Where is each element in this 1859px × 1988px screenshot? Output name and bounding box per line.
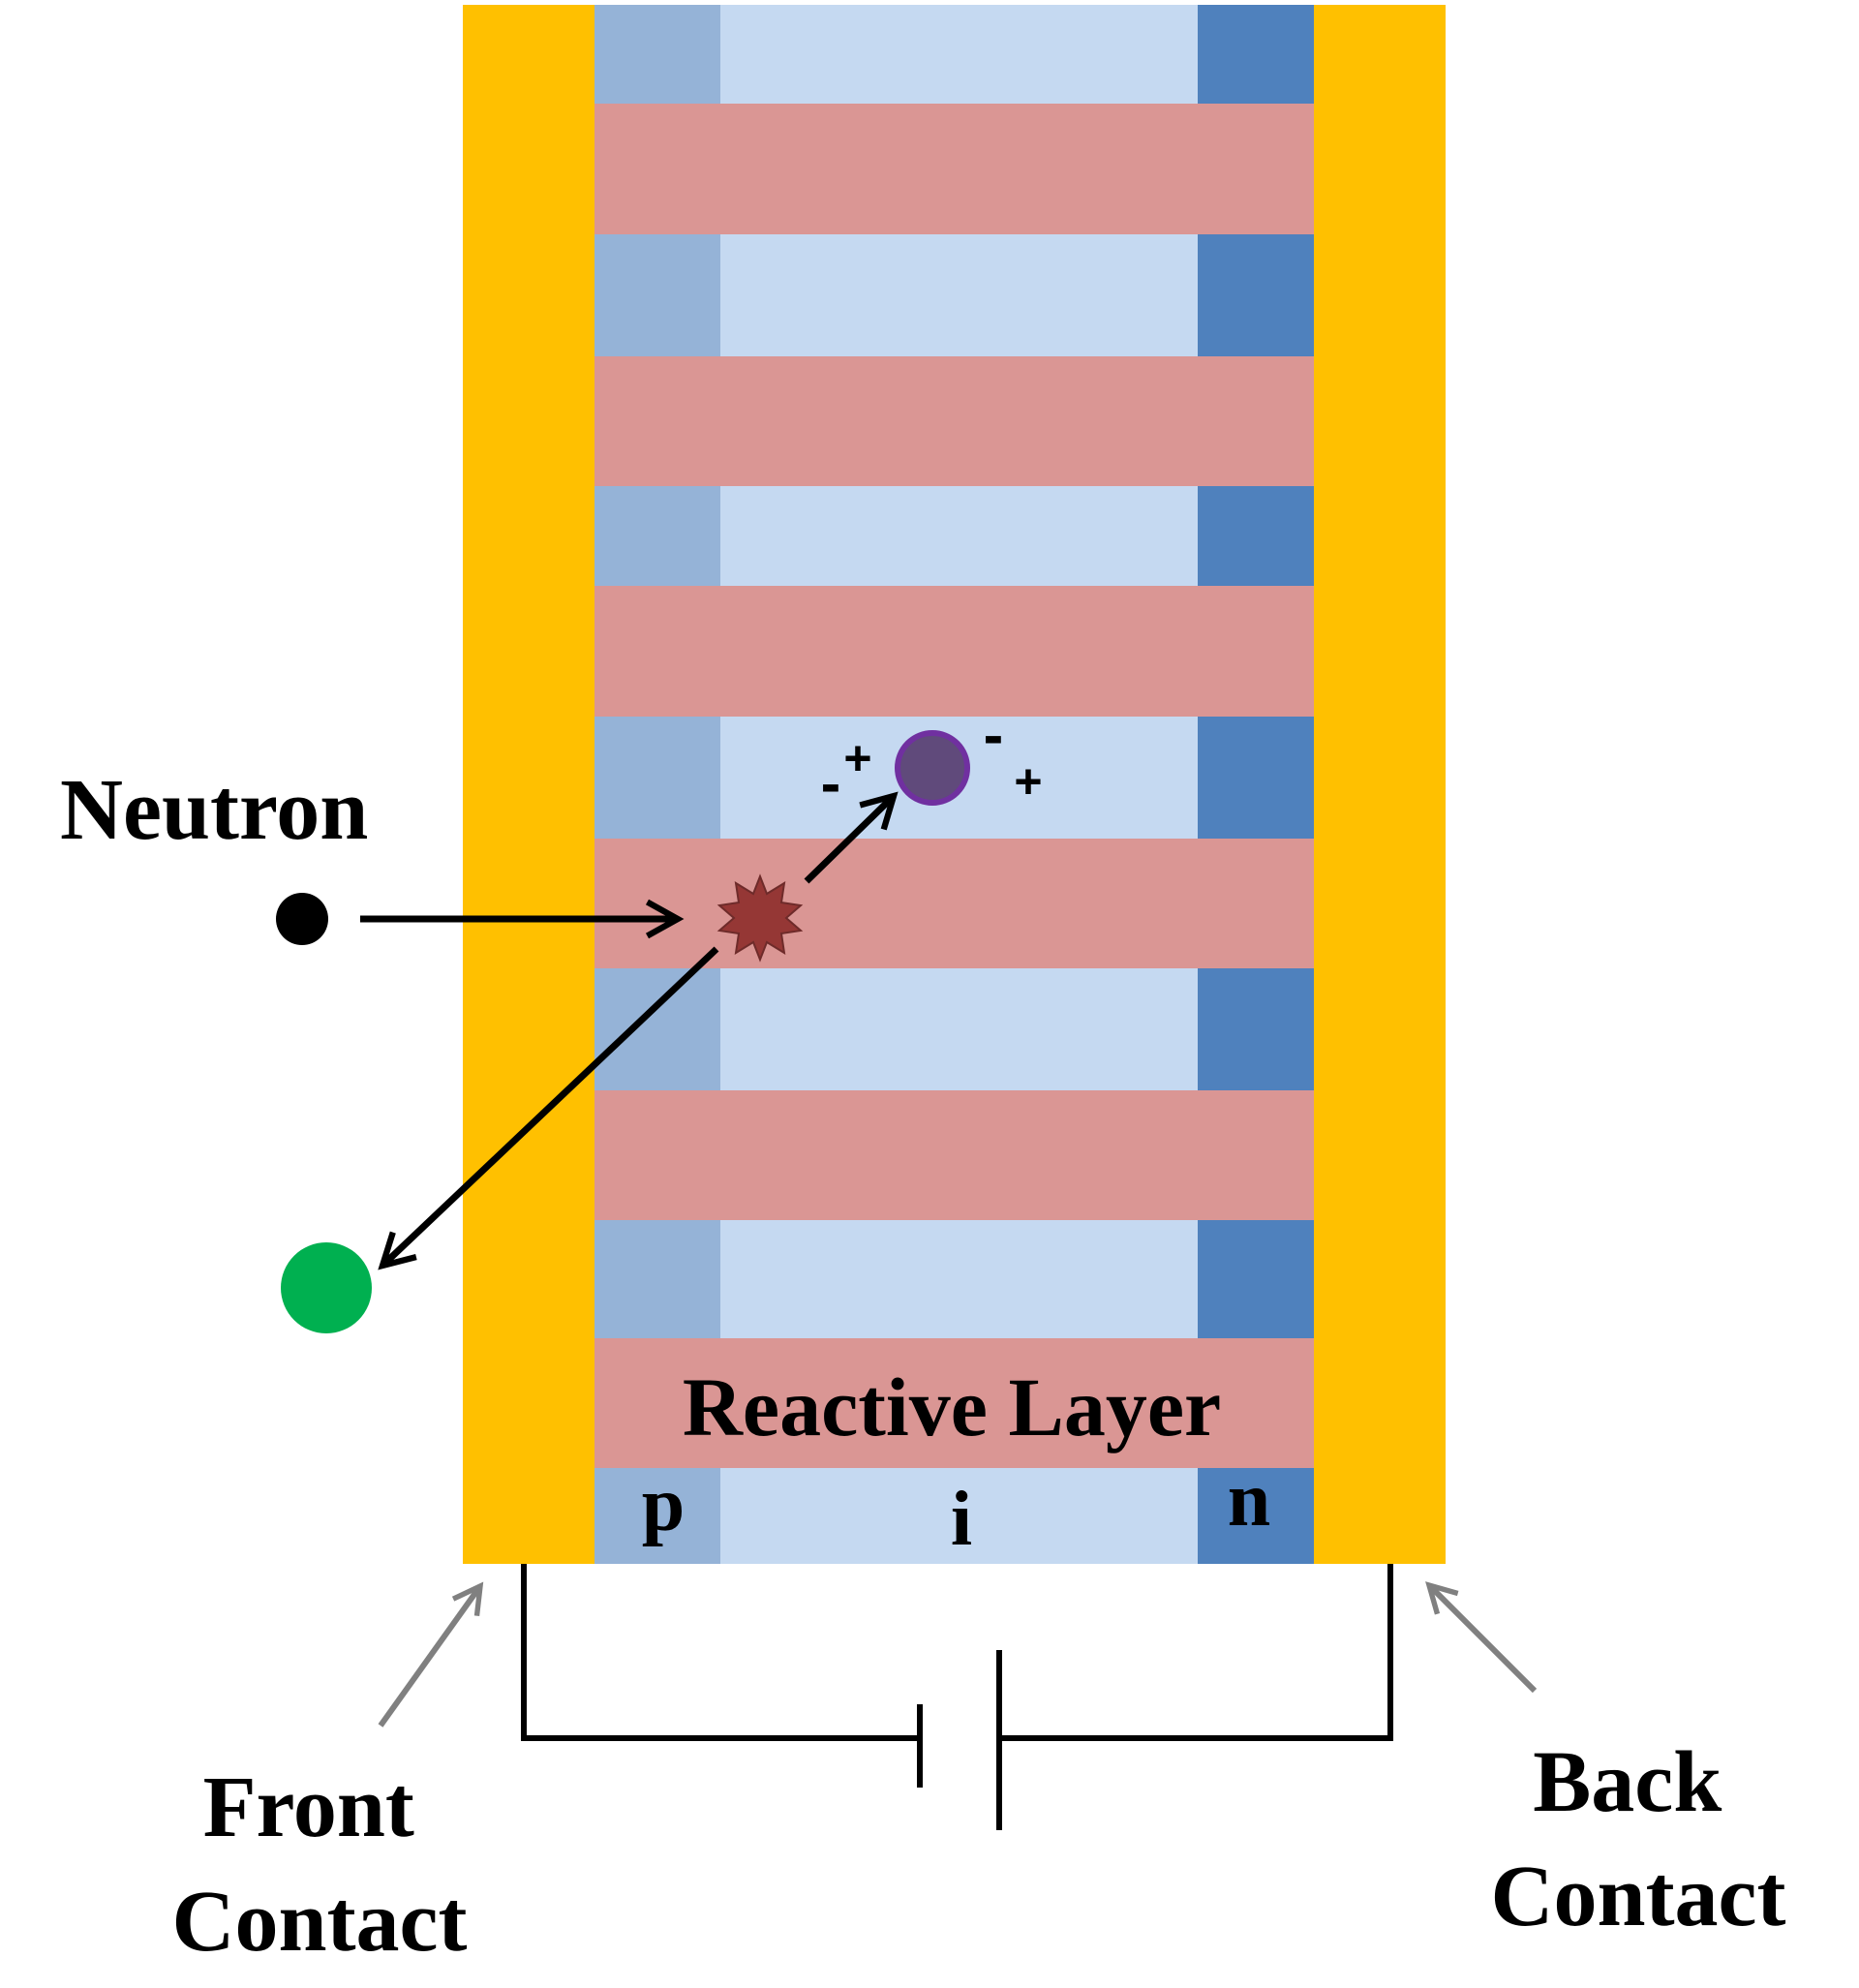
reaction-burst-icon <box>716 873 804 963</box>
back-contact-label-line2: Contact <box>1491 1849 1786 1944</box>
charge-plus-right: + <box>1014 754 1042 809</box>
i-region-stripe <box>720 5 1198 104</box>
p-region-stripe <box>594 1220 720 1338</box>
circuit-wire-left <box>521 1564 920 1741</box>
reactive-layer-band <box>594 1090 1314 1220</box>
reactive-layer-label: Reactive Layer <box>683 1361 1221 1453</box>
neutron-particle <box>276 893 328 945</box>
n-region-stripe <box>1198 486 1314 586</box>
i-region-stripe <box>720 968 1198 1090</box>
n-region-stripe <box>1198 5 1314 104</box>
front-contact <box>463 5 594 1564</box>
charge-plus-left: + <box>843 731 871 785</box>
front-contact-label-line1: Front <box>203 1759 414 1855</box>
reactive-layers <box>594 104 1314 1468</box>
circuit-wire-right <box>999 1564 1393 1741</box>
i-region-stripe <box>720 1468 1198 1564</box>
i-region-label: i <box>951 1477 972 1562</box>
n-region-stripe <box>1198 1220 1314 1338</box>
p-region-stripe <box>594 5 720 104</box>
back-contact <box>1314 5 1446 1564</box>
i-region-stripe <box>720 1220 1198 1338</box>
emitted-particle <box>281 1242 372 1333</box>
bias-circuit <box>521 1564 1393 1830</box>
charge-minus-left: - <box>821 750 841 817</box>
p-region-label: p <box>642 1462 686 1547</box>
back-contact-label-line1: Back <box>1533 1734 1722 1830</box>
reactive-layer-band <box>594 839 1314 968</box>
reaction-product-path-arrow <box>804 791 899 884</box>
pin-stripes <box>594 5 1314 1564</box>
neutron-label: Neutron <box>60 762 368 858</box>
p-region-stripe <box>594 234 720 356</box>
p-region-stripe <box>594 717 720 839</box>
front-contact-label: Front Contact <box>172 1759 468 1970</box>
p-region-stripe <box>594 486 720 586</box>
i-region-stripe <box>720 234 1198 356</box>
n-region-stripe <box>1198 968 1314 1090</box>
p-region-stripe <box>594 968 720 1090</box>
back-contact-label: Back Contact <box>1491 1734 1786 1944</box>
i-region-stripe <box>720 486 1198 586</box>
n-region-stripe <box>1198 234 1314 356</box>
n-region-stripe <box>1198 717 1314 839</box>
p-region-stripe <box>594 1468 720 1564</box>
front-contact-pointer-arrow <box>378 1581 484 1728</box>
charge-minus-right: - <box>984 702 1004 769</box>
back-contact-pointer-arrow <box>1425 1581 1538 1694</box>
front-contact-label-line2: Contact <box>172 1874 468 1970</box>
n-region-stripe <box>1198 1468 1314 1564</box>
reaction-product-particle <box>895 730 970 806</box>
reactive-layer-band <box>594 586 1314 717</box>
reactive-layer-band <box>594 1338 1314 1468</box>
emitted-particle-path-arrow <box>378 946 719 1270</box>
reactive-layer-band <box>594 104 1314 234</box>
n-region-label: n <box>1228 1457 1271 1543</box>
reactive-layer-band <box>594 356 1314 486</box>
